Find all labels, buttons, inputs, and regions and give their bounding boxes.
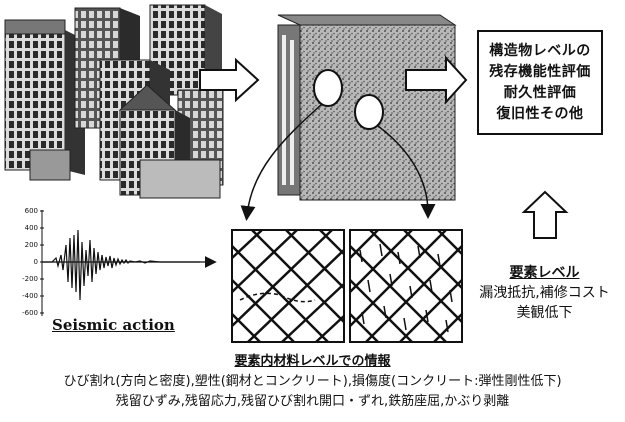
material-info-line: ひび割れ(方向と密度),塑性(鋼材とコンクリート),損傷度(コンクリート:弾性剛… <box>63 374 562 389</box>
y-tick-neg600: -600 <box>22 309 38 317</box>
y-tick-200: 200 <box>25 241 38 249</box>
y-tick-neg200: -200 <box>22 275 38 283</box>
result-line: 復旧性その他 <box>496 105 584 122</box>
buildings-illustration <box>4 4 224 199</box>
y-tick-labels: 600 400 200 0 -200 -400 -600 <box>22 207 38 317</box>
structure-level-box: 構造物レベルの 残存機能性評価 耐久性評価 復旧性その他 <box>477 30 603 135</box>
result-line: 残存機能性評価 <box>489 63 591 80</box>
seismic-action-label: Seismic action <box>52 316 175 334</box>
y-tick-neg400: -400 <box>22 292 38 300</box>
y-tick-0: 0 <box>34 258 38 266</box>
cracked-panel <box>349 229 463 343</box>
wall-element <box>277 14 457 201</box>
curve-arrow-left <box>240 103 323 221</box>
cracked-panel <box>231 229 345 343</box>
y-tick-400: 400 <box>25 224 38 232</box>
element-level-line: 漏洩抵抗,補修コスト <box>479 285 610 301</box>
arrow-right-icon <box>199 57 260 103</box>
seismic-waveform: 600 400 200 0 -200 -400 -600 <box>22 207 217 317</box>
y-tick-600: 600 <box>25 207 38 215</box>
result-line: 耐久性評価 <box>503 84 577 101</box>
element-level-text: 要素レベル 漏洩抵抗,補修コスト 美観低下 <box>462 263 625 323</box>
material-info-line: 残留ひずみ,残留応力,残留ひび割れ開口・ずれ,鉄筋座屈,かぶり剥離 <box>115 394 510 409</box>
arrow-up-icon <box>521 190 569 239</box>
material-level-info: 要素内材料レベルでの情報 ひび割れ(方向と密度),塑性(鋼材とコンクリート),損… <box>0 352 625 412</box>
material-info-title: 要素内材料レベルでの情報 <box>234 354 391 369</box>
result-line: 構造物レベルの <box>489 42 591 59</box>
arrow-right-icon <box>405 55 468 105</box>
curve-arrow-right <box>377 125 436 219</box>
element-level-title: 要素レベル <box>509 265 580 281</box>
element-level-line: 美観低下 <box>516 305 573 321</box>
